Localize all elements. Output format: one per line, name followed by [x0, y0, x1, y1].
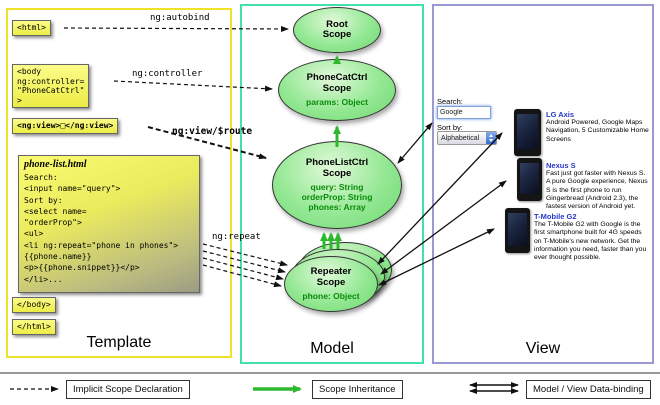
text-line: phone: Object [302, 291, 360, 301]
text-line: ng:controller= [17, 76, 85, 86]
text-line: <select name= [24, 206, 87, 216]
phone-list-title: phone-list.html [24, 159, 87, 170]
text-line: <body [17, 67, 42, 76]
phone-name-link[interactable]: T-Mobile G2 [534, 212, 577, 221]
phone-list-item: Nexus S Fast just got faster with Nexus … [546, 161, 650, 211]
template-panel-title: Template [86, 334, 152, 351]
body-close-tag-box: </body> [12, 297, 56, 313]
ng-controller-label: ng:controller [132, 69, 203, 79]
sort-select[interactable]: Alphabetical [437, 131, 497, 145]
legend-implicit-scope: Implicit Scope Declaration [66, 380, 190, 399]
phone-image[interactable] [517, 158, 542, 201]
phone-list-item: LG Axis Android Powered, Google Maps Nav… [546, 110, 650, 144]
scope-name: Repeater [310, 266, 352, 277]
repeater-scope-ellipse: Repeater Scope phone: Object [284, 256, 378, 312]
sort-select-value: Alphabetical [441, 134, 480, 142]
phone-screen [517, 114, 538, 149]
phone-description: Fast just got faster with Nexus S. A pur… [546, 170, 648, 211]
search-label: Search: [437, 97, 463, 106]
scope-type: Scope [316, 276, 346, 288]
ng-view-tag-box: <ng:view>□</ng:view> [12, 118, 119, 134]
ng-view-route-label: ng:view/$route [172, 126, 253, 137]
text-line: <ul> [24, 229, 44, 239]
text-line: > [17, 95, 22, 105]
sort-by-label: Sort by: [437, 123, 463, 132]
scope-name: Root [326, 18, 348, 30]
search-input[interactable] [437, 106, 491, 119]
text-line: {{phone.name}} [24, 252, 92, 262]
scope-type: Scope [322, 167, 352, 179]
scope-type: Scope [322, 82, 352, 94]
phone-list-code: Search: <input name="query">Sort by:<sele… [24, 172, 194, 285]
phone-screen [508, 213, 527, 246]
scope-properties: phone: Object [302, 291, 359, 301]
text-line: <input name="query"> [24, 184, 121, 194]
text-line: Sort by: [24, 195, 63, 205]
text-line: orderProp: String [301, 192, 373, 202]
root-scope-ellipse: Root Scope [293, 7, 381, 53]
phone-description: The T-Mobile G2 with Google is the first… [534, 221, 647, 262]
scope-name: PhoneCatCtrl [306, 72, 368, 83]
html-open-tag-box: <html> [12, 20, 51, 36]
view-panel-title: View [525, 340, 561, 357]
phone-name-link[interactable]: LG Axis [546, 110, 575, 119]
phone-screen [520, 163, 539, 194]
select-arrows-icon [486, 132, 496, 144]
text-line: </li>... [24, 274, 63, 284]
text-line: query: String [310, 182, 364, 192]
scope-name: PhoneListCtrl [305, 157, 369, 168]
legend-data-binding: Model / View Data-binding [526, 380, 651, 399]
phone-list-html-box: phone-list.html Search: <input name="quer… [18, 155, 200, 293]
legend-scope-inheritance: Scope Inheritance [312, 380, 403, 399]
scope-properties: params: Object [306, 97, 368, 107]
text-line: phones: Array [308, 202, 366, 212]
phone-description: Android Powered, Google Maps Navigation,… [546, 119, 649, 143]
phonecatctrl-scope-ellipse: PhoneCatCtrl Scope params: Object [278, 59, 396, 121]
ng-repeat-label: ng:repeat [212, 232, 261, 242]
text-line: "PhoneCatCtrl" [17, 86, 85, 95]
text-line: "orderProp"> [24, 218, 82, 228]
scope-type: Scope [322, 29, 352, 40]
text-line: params: Object [306, 97, 368, 107]
phone-list-item: T-Mobile G2 The T-Mobile G2 with Google … [534, 212, 648, 262]
model-panel-title: Model [310, 340, 354, 357]
phone-image[interactable] [505, 208, 530, 253]
phone-image[interactable] [514, 109, 541, 156]
phone-name-link[interactable]: Nexus S [546, 161, 576, 170]
text-line: Search: [24, 173, 58, 182]
text-line: <li ng:repeat="phone in phones"> [24, 240, 179, 250]
html-close-tag-box: </html> [12, 319, 56, 335]
text-line: <p>{{phone.snippet}}</p> [24, 263, 140, 273]
ng-autobind-label: ng:autobind [150, 13, 210, 23]
